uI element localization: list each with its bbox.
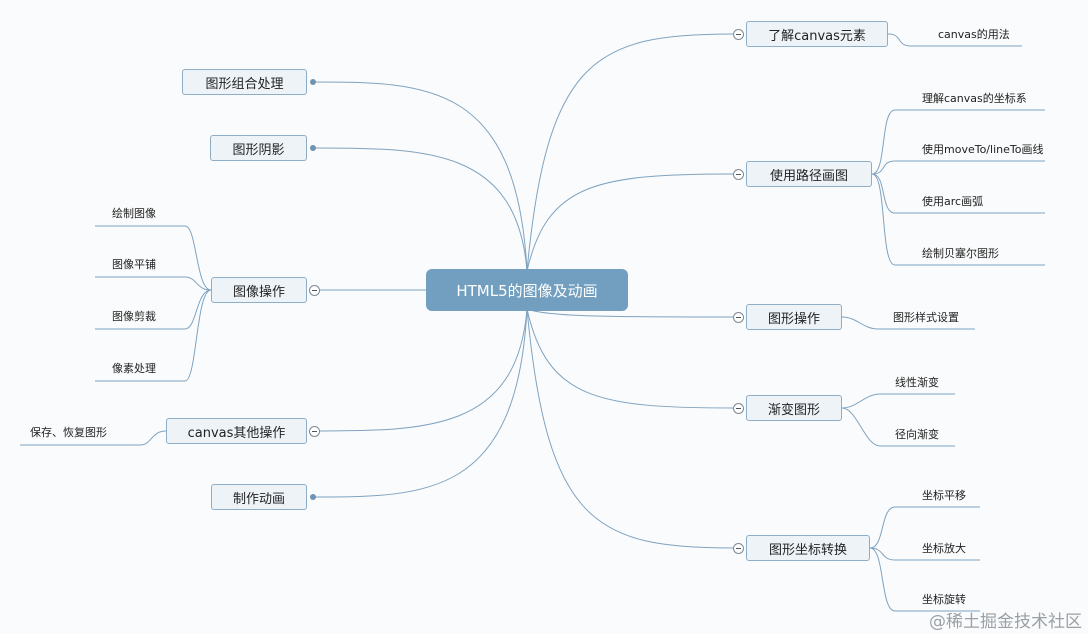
sub-branch-line <box>95 225 212 291</box>
central-topic[interactable]: HTML5的图像及动画 <box>426 269 628 311</box>
topic-left-4[interactable]: 制作动画 <box>211 484 307 510</box>
branch-line <box>526 308 734 549</box>
topic-2[interactable]: 图形操作 <box>746 304 842 330</box>
subtopic[interactable]: 像素处理 <box>112 362 156 375</box>
sub-branch-line <box>869 547 980 612</box>
branch-line <box>526 308 734 318</box>
subtopic[interactable]: 坐标平移 <box>922 489 966 502</box>
sub-branch-line <box>20 430 167 446</box>
watermark: @稀土掘金技术社区 <box>929 612 1082 632</box>
branch-line <box>312 81 528 272</box>
subtopic[interactable]: 图像平铺 <box>112 258 156 271</box>
collapse-toggle[interactable] <box>733 403 744 414</box>
subtopic[interactable]: 使用arc画弧 <box>922 195 984 208</box>
collapsed-dot[interactable] <box>310 79 316 85</box>
branch-line <box>526 173 734 272</box>
collapse-toggle[interactable] <box>733 29 744 40</box>
collapse-toggle[interactable] <box>733 312 744 323</box>
subtopic[interactable]: 理解canvas的坐标系 <box>922 92 1027 105</box>
topic-1[interactable]: 使用路径画图 <box>746 161 872 187</box>
sub-branch-line <box>95 276 212 291</box>
branch-line <box>526 308 734 409</box>
branch-line <box>312 147 528 272</box>
collapse-toggle[interactable] <box>733 543 744 554</box>
topic-4[interactable]: 图形坐标转换 <box>746 535 870 561</box>
subtopic[interactable]: 图像剪裁 <box>112 310 156 323</box>
subtopic[interactable]: 绘制图像 <box>112 207 156 220</box>
sub-branch-line <box>841 316 975 330</box>
topic-left-0[interactable]: 图形组合处理 <box>182 69 307 95</box>
sub-branch-line <box>871 109 1045 175</box>
sub-branch-line <box>871 173 1045 214</box>
subtopic[interactable]: 径向渐变 <box>895 428 939 441</box>
collapse-toggle[interactable] <box>309 285 320 296</box>
subtopic[interactable]: 图形样式设置 <box>893 311 959 324</box>
topic-left-3[interactable]: canvas其他操作 <box>166 418 307 444</box>
collapse-toggle[interactable] <box>733 169 744 180</box>
sub-branch-line <box>841 393 955 409</box>
sub-branch-line <box>95 289 212 382</box>
subtopic[interactable]: 线性渐变 <box>895 376 939 389</box>
subtopic[interactable]: 保存、恢复图形 <box>30 426 107 439</box>
topic-left-1[interactable]: 图形阴影 <box>210 135 307 161</box>
subtopic[interactable]: 坐标放大 <box>922 542 966 555</box>
sub-branch-line <box>887 33 1022 47</box>
branch-line <box>312 308 528 432</box>
subtopic[interactable]: 使用moveTo/lineTo画线 <box>922 143 1044 156</box>
sub-branch-line <box>869 547 980 561</box>
topic-3[interactable]: 渐变图形 <box>746 395 842 421</box>
branch-line <box>312 308 528 498</box>
sub-branch-line <box>95 289 212 330</box>
subtopic[interactable]: canvas的用法 <box>938 28 1010 41</box>
branch-line <box>526 33 734 272</box>
collapsed-dot[interactable] <box>310 494 316 500</box>
collapsed-dot[interactable] <box>310 145 316 151</box>
topic-left-2[interactable]: 图像操作 <box>211 277 307 303</box>
sub-branch-line <box>841 407 955 447</box>
topic-0[interactable]: 了解canvas元素 <box>746 21 888 47</box>
sub-branch-line <box>871 160 1045 175</box>
sub-branch-line <box>871 173 1045 266</box>
collapse-toggle[interactable] <box>309 426 320 437</box>
sub-branch-line <box>869 506 980 549</box>
subtopic[interactable]: 绘制贝塞尔图形 <box>922 247 999 260</box>
subtopic[interactable]: 坐标旋转 <box>922 593 966 606</box>
